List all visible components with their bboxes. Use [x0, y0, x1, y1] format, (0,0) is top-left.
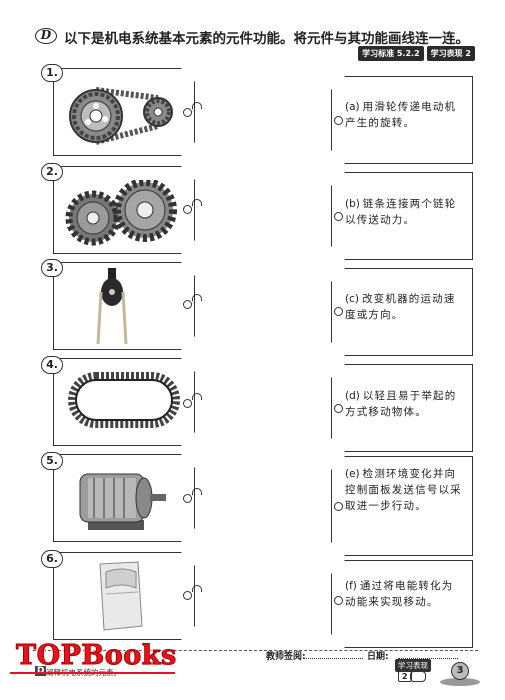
standard-tag: 学习标准 5.2.2: [358, 46, 424, 61]
card-hole-icon: [183, 108, 192, 117]
string-icon: [192, 294, 202, 301]
date-field[interactable]: [398, 658, 458, 659]
gears-icon: [65, 180, 177, 246]
description-b: (b)链条连接两个链轮以传送动力。: [345, 198, 457, 226]
item-number-2: 2.: [41, 163, 63, 181]
performance-footer-tag: 学习表现: [395, 659, 431, 672]
performance-level: 2: [398, 671, 412, 682]
card-hole-icon: [334, 307, 343, 316]
string-icon: [192, 585, 202, 592]
card-hole-icon: [183, 205, 192, 214]
card-hole-icon: [334, 502, 343, 511]
description-c: (c)改变机器的运动速度或方向。: [345, 293, 456, 321]
description-card-b: [331, 172, 473, 260]
page-number: 3: [451, 662, 469, 680]
question-letter-badge: D: [35, 28, 57, 44]
card-hole-icon: [334, 116, 343, 125]
date-label: 日期:: [367, 652, 389, 662]
string-icon: [192, 102, 202, 109]
timing-belt-icon: [68, 372, 180, 428]
logo-underline: [10, 672, 175, 674]
description-f: (f)通过将电能转化为动能来实现移动。: [345, 580, 454, 608]
card-hole-icon: [183, 494, 192, 503]
footer-d-badge: D: [35, 666, 47, 676]
teacher-sign-field[interactable]: [303, 658, 363, 659]
publisher-logo: TOPBooks: [16, 640, 177, 672]
electric-motor-icon: [79, 473, 166, 530]
standard-tags: 学习标准 5.2.2 学习表现 2: [358, 46, 475, 61]
string-icon: [192, 393, 202, 400]
string-icon: [192, 199, 202, 206]
instruction-text: 以下是机电系统基本元素的元件功能。将元件与其功能画线连一连。: [64, 31, 469, 47]
ufo-icon: [440, 678, 480, 686]
performance-checkbox[interactable]: [410, 671, 426, 682]
string-icon: [192, 488, 202, 495]
pulley-icon: [96, 268, 128, 344]
card-hole-icon: [183, 300, 192, 309]
description-card-c: [331, 268, 473, 356]
footer-divider: [33, 650, 478, 651]
performance-tag: 学习表现 2: [426, 46, 475, 61]
description-a: (a)用滑轮传递电动机产生的旋转。: [345, 101, 457, 129]
description-card-f: [331, 560, 473, 648]
motion-sensor-icon: [99, 561, 143, 631]
chain-sprocket-icon: [69, 87, 173, 145]
card-hole-icon: [334, 212, 343, 221]
description-e: (e)检测环境变化并向控制面板发送信号以采取进一步行动。: [345, 468, 462, 512]
card-hole-icon: [334, 404, 343, 413]
description-card-e: [331, 456, 473, 556]
item-number-5: 5.: [41, 452, 63, 470]
description-d: (d)以轻且易于举起的方式移动物体。: [345, 390, 457, 418]
teacher-sign-label: 教师签阅:: [266, 652, 306, 662]
item-number-6: 6.: [41, 550, 63, 568]
description-card-d: [331, 364, 473, 452]
item-number-3: 3.: [41, 259, 63, 277]
item-number-4: 4.: [41, 356, 63, 374]
item-number-1: 1.: [41, 64, 63, 82]
card-hole-icon: [183, 591, 192, 600]
description-card-a: [331, 76, 473, 164]
card-hole-icon: [183, 399, 192, 408]
card-hole-icon: [334, 596, 343, 605]
